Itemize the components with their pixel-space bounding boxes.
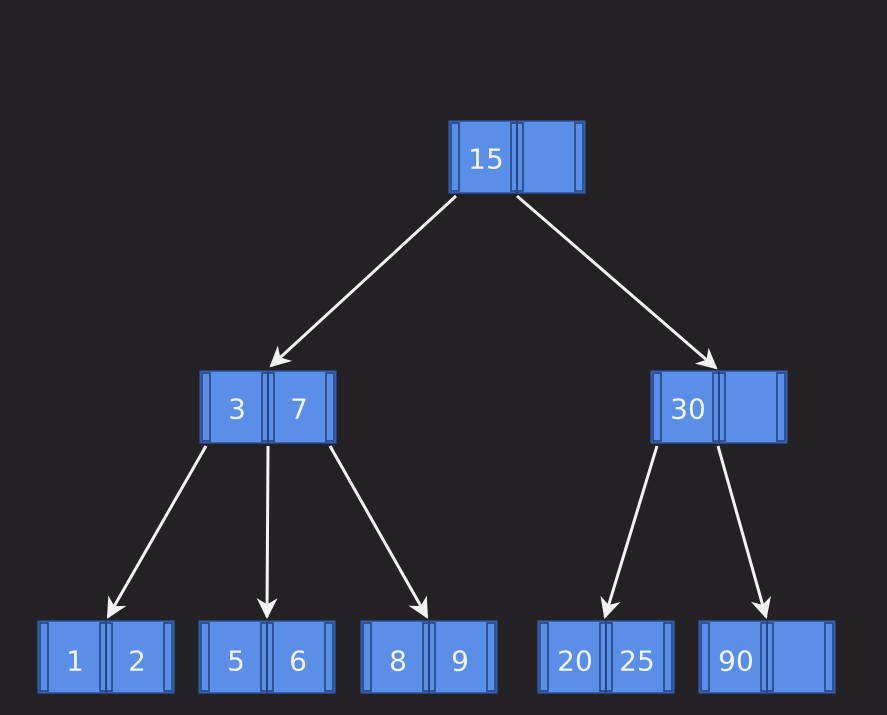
node-root: 15 [448, 120, 586, 194]
edge-root-to-node-3-7 [269, 194, 458, 368]
node-key: 9 [451, 645, 469, 678]
node-key: 8 [389, 645, 407, 678]
node-internal-right: 30 [650, 370, 788, 444]
node-key: 3 [228, 393, 246, 426]
leaf-node: 8 9 [360, 620, 498, 694]
node-key: 90 [718, 645, 754, 678]
edge-node-3-7-to-leaf-1-2 [106, 445, 208, 619]
leaf-node: 5 6 [198, 620, 336, 694]
edges [106, 194, 772, 620]
edge-node-30-to-leaf-20-25 [600, 445, 659, 620]
node-key: 15 [468, 143, 504, 176]
node-key: 20 [557, 645, 593, 678]
node-key: 6 [289, 645, 307, 678]
node-key: 5 [227, 645, 245, 678]
leaf-node: 1 2 [37, 620, 175, 694]
node-key: 25 [619, 645, 655, 678]
node-key: 30 [670, 393, 706, 426]
edge-node-3-7-to-leaf-8-9 [328, 445, 429, 619]
node-key: 2 [128, 645, 146, 678]
edge-node-30-to-leaf-90 [716, 445, 772, 620]
leaf-node: 20 25 [537, 620, 675, 694]
node-key: 1 [66, 645, 84, 678]
node-key: 7 [290, 393, 308, 426]
edge-root-to-node-30 [516, 194, 718, 370]
node-internal-left: 3 7 [199, 370, 337, 444]
edge-node-3-7-to-leaf-5-6 [256, 445, 278, 620]
leaf-node: 90 [698, 620, 836, 694]
